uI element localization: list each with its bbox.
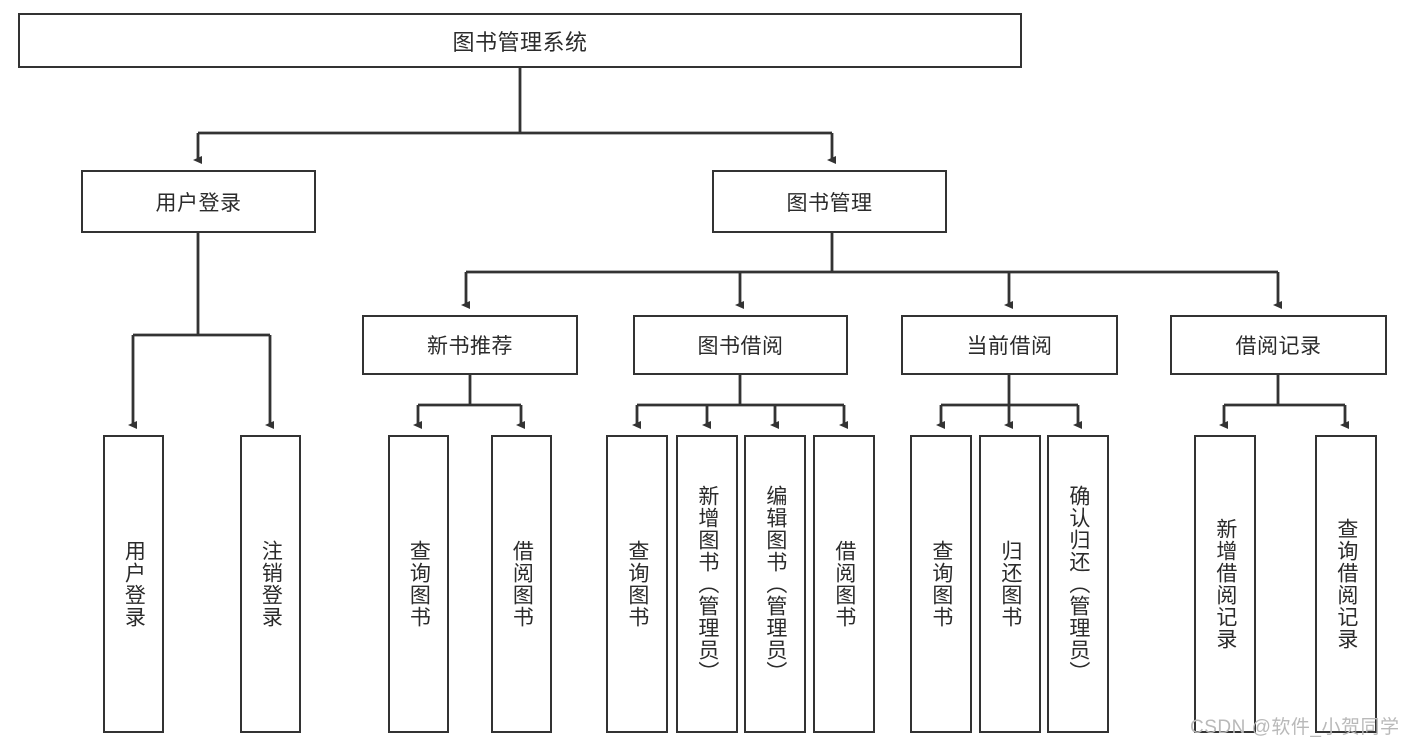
leaf-new-book-borrow[interactable]: 借阅图书	[491, 435, 552, 733]
node-user-login-label: 用户登录	[155, 191, 242, 215]
node-user-login[interactable]: 用户登录	[81, 170, 316, 233]
leaf-user-login-logout-label: 注销登录	[259, 540, 283, 628]
leaf-new-book-query-label: 查询图书	[407, 540, 431, 628]
node-borrow-record-label: 借阅记录	[1235, 335, 1322, 358]
node-book-management-label: 图书管理	[786, 191, 873, 215]
leaf-borrow-borrow-book-label: 借阅图书	[832, 540, 856, 628]
leaf-borrow-add-book-label: 新增图书（管理员）	[695, 485, 719, 683]
node-current-borrow[interactable]: 当前借阅	[901, 315, 1118, 375]
leaf-record-add[interactable]: 新增借阅记录	[1194, 435, 1256, 733]
leaf-current-return-book[interactable]: 归还图书	[979, 435, 1041, 733]
leaf-record-query-label: 查询借阅记录	[1334, 518, 1358, 650]
leaf-current-return-book-label: 归还图书	[998, 540, 1022, 628]
csdn-watermark: CSDN @软件_小贺同学	[1190, 717, 1400, 738]
leaf-current-query-book[interactable]: 查询图书	[910, 435, 972, 733]
leaf-new-book-query[interactable]: 查询图书	[388, 435, 449, 733]
leaf-borrow-edit-book[interactable]: 编辑图书（管理员）	[744, 435, 806, 733]
leaf-user-login-login[interactable]: 用户登录	[103, 435, 164, 733]
node-book-borrow[interactable]: 图书借阅	[633, 315, 848, 375]
leaf-borrow-add-book[interactable]: 新增图书（管理员）	[676, 435, 738, 733]
leaf-record-query[interactable]: 查询借阅记录	[1315, 435, 1377, 733]
node-root-label: 图书管理系统	[452, 29, 588, 55]
leaf-borrow-borrow-book[interactable]: 借阅图书	[813, 435, 875, 733]
leaf-new-book-borrow-label: 借阅图书	[510, 540, 534, 628]
leaf-borrow-edit-book-label: 编辑图书（管理员）	[763, 485, 787, 683]
leaf-user-login-login-label: 用户登录	[122, 540, 146, 628]
node-new-book-recommend-label: 新书推荐	[427, 335, 513, 358]
leaf-current-confirm-return-label: 确认归还（管理员）	[1066, 485, 1090, 683]
leaf-borrow-query-book-label: 查询图书	[625, 540, 649, 628]
node-current-borrow-label: 当前借阅	[966, 335, 1053, 358]
node-book-management[interactable]: 图书管理	[712, 170, 947, 233]
node-borrow-record[interactable]: 借阅记录	[1170, 315, 1387, 375]
leaf-current-query-book-label: 查询图书	[929, 540, 953, 628]
node-new-book-recommend[interactable]: 新书推荐	[362, 315, 578, 375]
node-root[interactable]: 图书管理系统	[18, 13, 1022, 68]
node-book-borrow-label: 图书借阅	[697, 335, 784, 358]
leaf-user-login-logout[interactable]: 注销登录	[240, 435, 301, 733]
leaf-current-confirm-return[interactable]: 确认归还（管理员）	[1047, 435, 1109, 733]
leaf-borrow-query-book[interactable]: 查询图书	[606, 435, 668, 733]
leaf-record-add-label: 新增借阅记录	[1213, 518, 1237, 650]
